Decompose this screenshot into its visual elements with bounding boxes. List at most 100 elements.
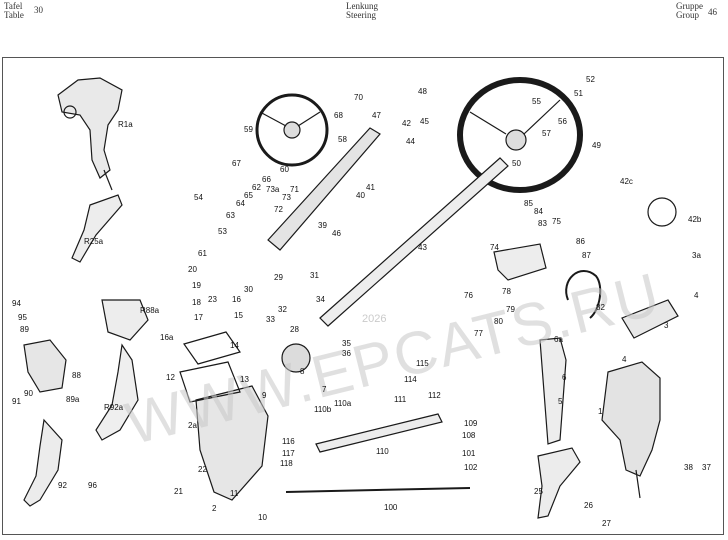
group-number: 46 [708,7,717,17]
part-label-8: 8 [300,367,305,376]
part-label-73: 73 [282,193,291,202]
part-label-115: 115 [416,359,429,368]
part-label-32: 32 [278,305,287,314]
header-center: Lenkung Steering [346,2,378,20]
part-label-49: 49 [592,141,601,150]
part-label-109: 109 [464,419,478,428]
part-label-16: 16 [232,295,241,304]
part-label-52: 52 [586,75,595,84]
part-label-41: 41 [366,183,375,192]
diagram-frame [2,57,724,535]
header-center-line1: Lenkung [346,1,378,11]
part-label-73a: 73a [266,185,280,194]
part-label-51: 51 [574,89,583,98]
part-label-70: 70 [354,93,363,102]
part-label-33: 33 [266,315,275,324]
part-label-4a: 4 [694,291,699,300]
part-label-108: 108 [462,431,476,440]
header-left: Tafel Table [4,2,24,20]
part-label-12: 12 [166,373,175,382]
part-label-84: 84 [534,207,543,216]
part-label-21: 21 [174,487,183,496]
header-left-line1: Tafel [4,1,23,11]
part-label-43: 43 [418,243,427,252]
part-label-28: 28 [290,325,299,334]
part-drawings [23,77,679,519]
part-label-27: 27 [602,519,611,528]
part-label-94: 94 [12,299,21,308]
part-label-R92a: R92a [104,403,124,412]
header-right: Gruppe Group [676,2,703,20]
watermark-year: 2026 [362,313,386,325]
part-label-72: 72 [274,205,283,214]
part-label-29: 29 [274,273,283,282]
part-label-83: 83 [538,219,547,228]
part-label-55: 55 [532,97,541,106]
part-label-89: 89 [20,325,29,334]
part-label-101: 101 [462,449,476,458]
part-label-60: 60 [280,165,289,174]
header-center-line2: Steering [346,10,376,20]
part-label-44: 44 [406,137,415,146]
part-label-92: 92 [58,481,67,490]
part-label-117: 117 [282,449,295,458]
part-label-10: 10 [258,513,267,522]
part-label-36: 36 [342,349,351,358]
part-label-61: 61 [198,249,207,258]
part-label-85: 85 [524,199,533,208]
part-label-38: 38 [684,463,693,472]
part-label-80: 80 [494,317,503,326]
part-label-42c: 42c [620,177,633,186]
part-label-4b: 4 [622,355,627,364]
part-label-112: 112 [428,391,441,400]
part-label-39: 39 [318,221,327,230]
part-label-42a: 42 [402,119,411,128]
part-label-34: 34 [316,295,325,304]
part-label-78: 78 [502,287,511,296]
part-label-64: 64 [236,199,245,208]
part-label-100: 100 [384,503,398,512]
part-label-74: 74 [490,243,499,252]
part-label-3: 3 [664,321,669,330]
part-label-90: 90 [24,389,33,398]
part-label-45: 45 [420,117,429,126]
part-label-95: 95 [18,313,27,322]
part-label-11: 11 [230,489,239,498]
part-label-35: 35 [342,339,351,348]
part-label-R88a: R88a [140,306,160,315]
header-right-line1: Gruppe [676,1,703,11]
part-label-2: 2 [212,504,217,513]
part-label-40: 40 [356,191,365,200]
part-label-86: 86 [576,237,585,246]
part-label-6: 6 [562,373,567,382]
part-label-26: 26 [584,501,593,510]
part-label-47: 47 [372,111,381,120]
part-label-17: 17 [194,313,203,322]
part-label-31: 31 [310,271,319,280]
part-label-110: 110 [376,447,389,456]
part-label-116: 116 [282,437,295,446]
part-label-67: 67 [232,159,241,168]
part-label-25: 25 [534,487,543,496]
part-label-22: 22 [198,465,207,474]
part-label-87: 87 [582,251,591,260]
part-label-111: 111 [394,395,407,404]
part-label-75: 75 [552,217,561,226]
part-label-9: 9 [262,391,267,400]
part-label-23: 23 [208,295,217,304]
header-left-line2: Table [4,10,24,20]
part-label-114: 114 [404,375,417,384]
table-number: 30 [34,5,43,15]
part-label-14: 14 [230,341,239,350]
part-label-68: 68 [334,111,343,120]
part-label-R1a: R1a [118,120,133,129]
part-label-91: 91 [12,397,21,406]
part-label-76: 76 [464,291,473,300]
part-label-13: 13 [240,375,249,384]
part-label-57: 57 [542,129,551,138]
part-label-R25a: R25a [84,237,104,246]
part-label-3a: 3a [692,251,701,260]
part-label-6a: 6a [554,335,563,344]
